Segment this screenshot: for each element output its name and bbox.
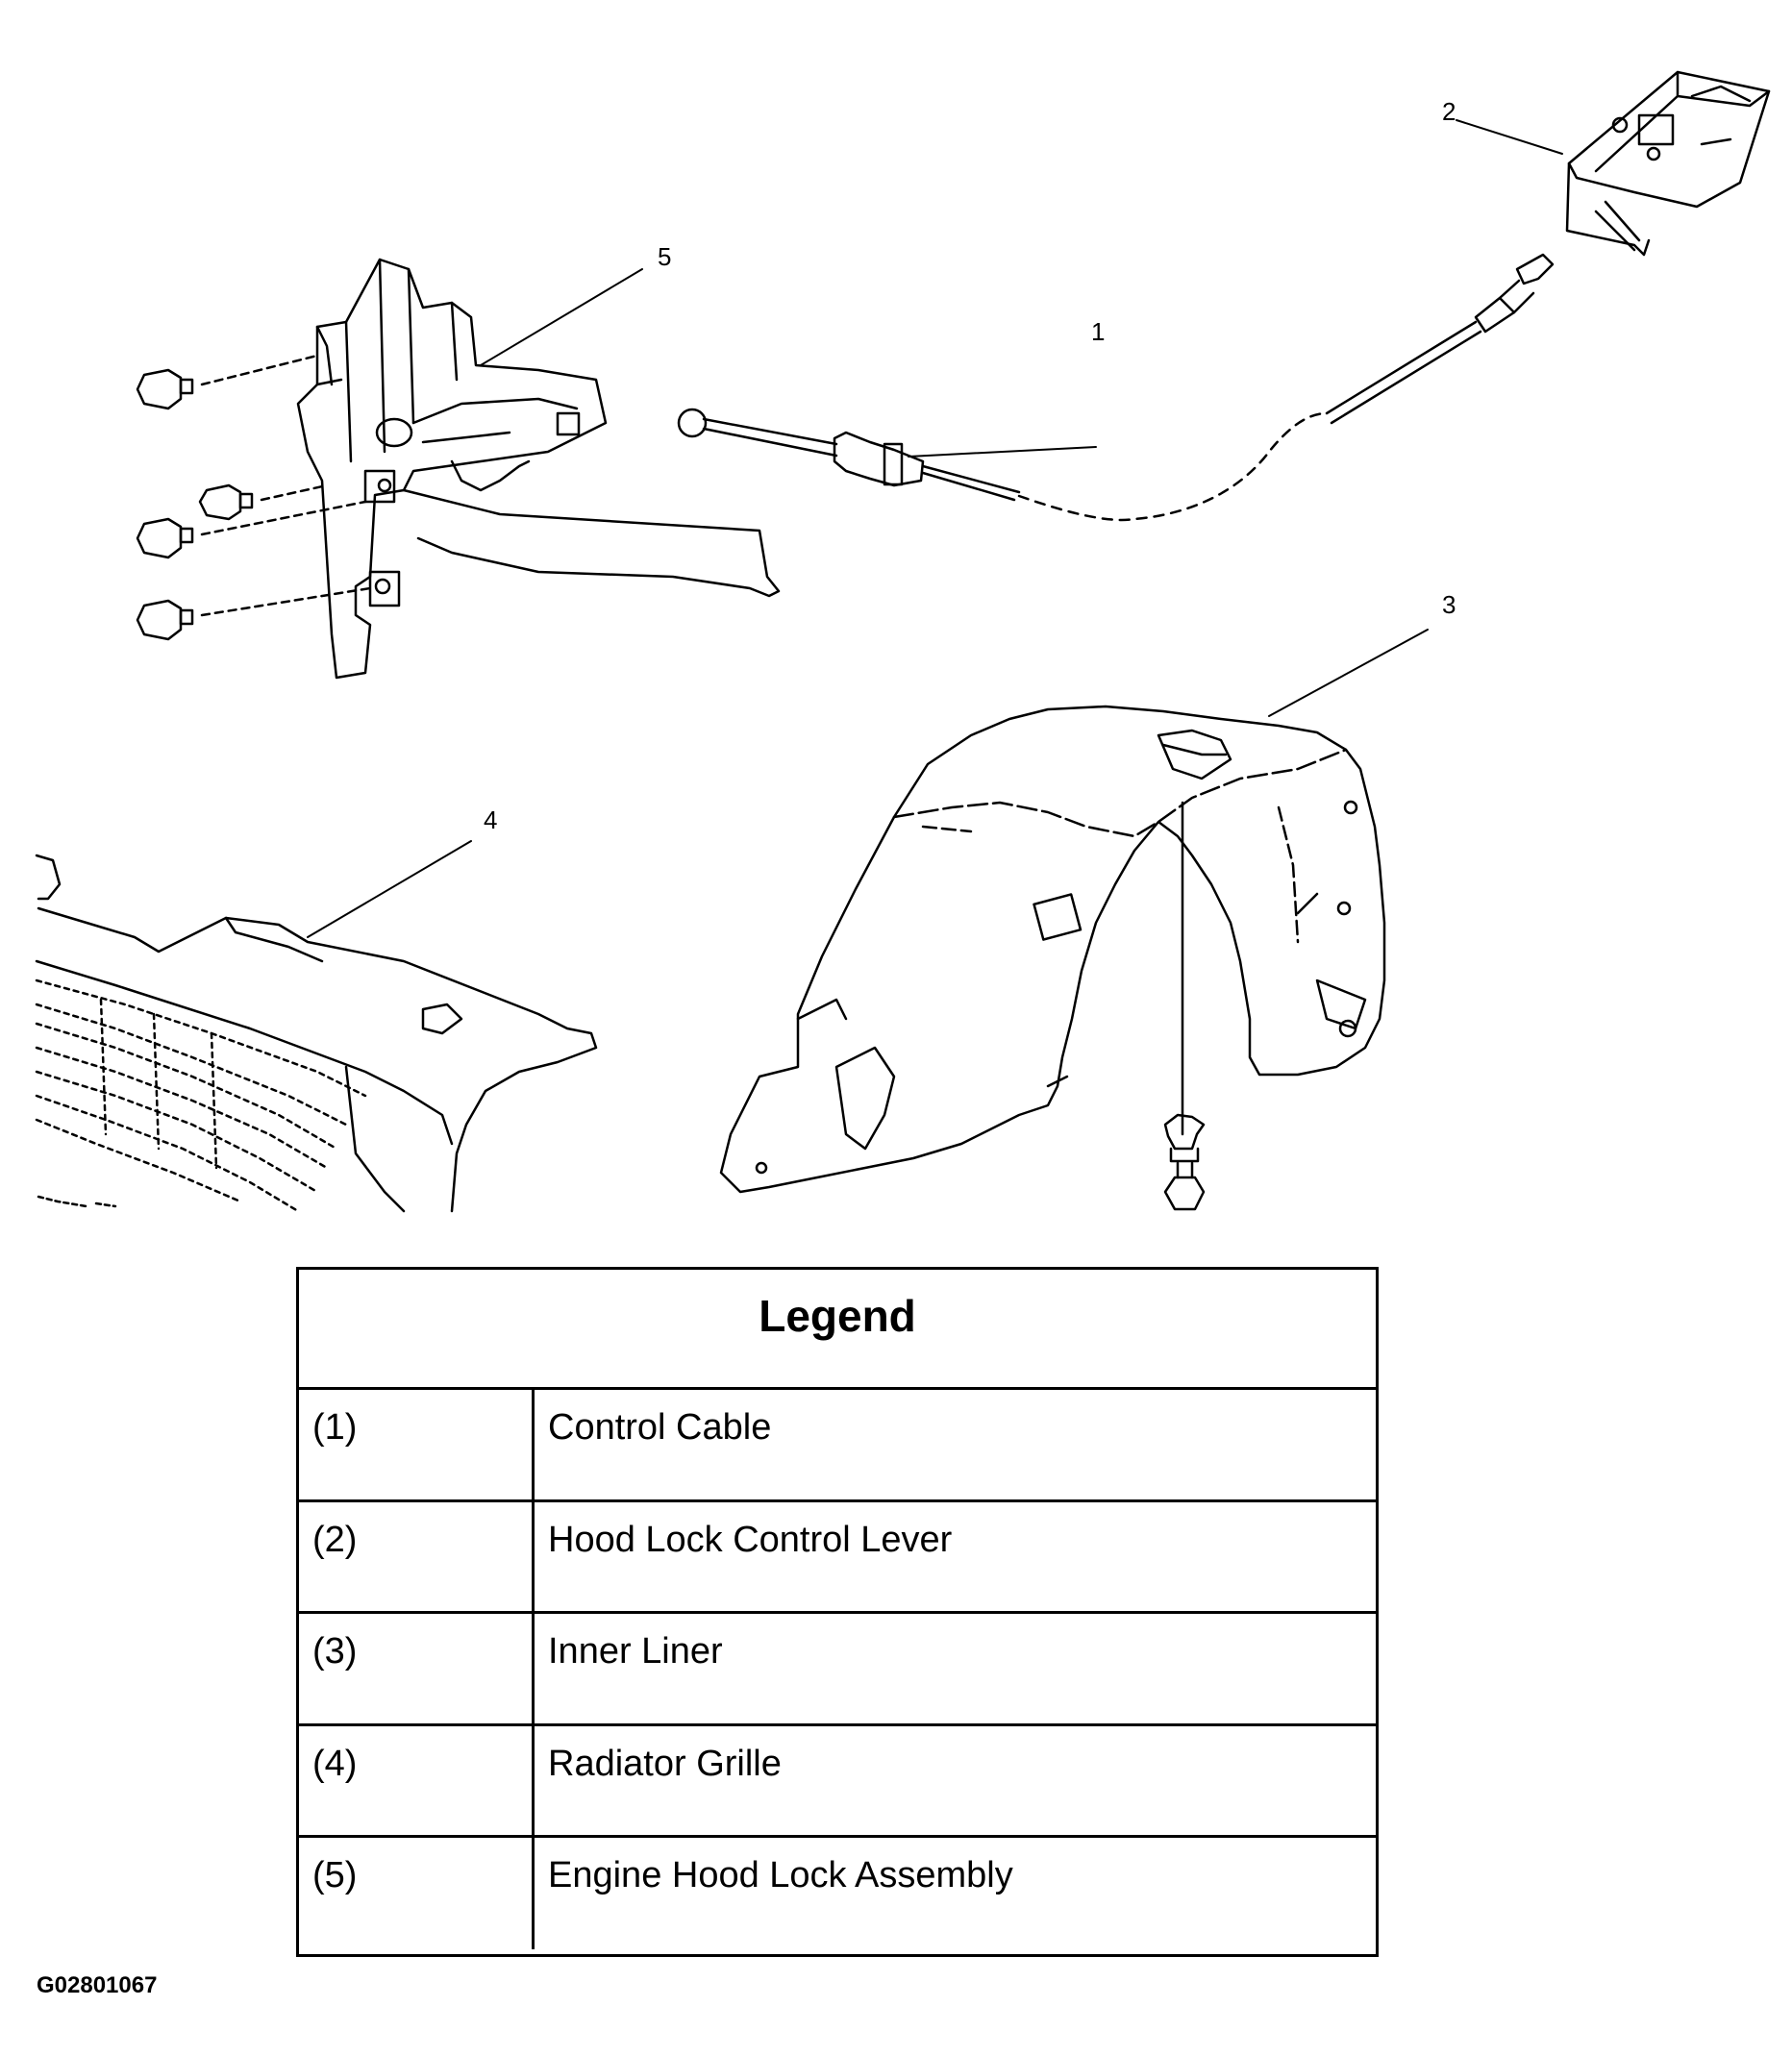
legend-row: (1) Control Cable (299, 1390, 1376, 1502)
legend-table: Legend (1) Control Cable (2) Hood Lock C… (296, 1267, 1379, 1957)
legend-number: (1) (299, 1390, 535, 1499)
legend-row: (4) Radiator Grille (299, 1725, 1376, 1838)
callout-4: 4 (484, 805, 497, 834)
bolt-fasteners (136, 354, 372, 641)
legend-number: (4) (299, 1725, 535, 1835)
callout-5: 5 (658, 242, 671, 271)
legend-row: (3) Inner Liner (299, 1614, 1376, 1726)
callout-labels: 1 2 3 4 5 (484, 97, 1456, 834)
callout-leaders (307, 119, 1563, 938)
legend-number: (3) (299, 1614, 535, 1723)
exploded-parts-diagram: 1 2 3 4 5 (35, 70, 1771, 1213)
legend-description: Control Cable (548, 1407, 772, 1448)
figure-id: G02801067 (37, 1972, 158, 1998)
inner-liner-drawing (719, 705, 1386, 1211)
legend-row: (2) Hood Lock Control Lever (299, 1501, 1376, 1614)
legend-description: Inner Liner (548, 1631, 723, 1672)
legend-title: Legend (299, 1270, 1376, 1390)
legend-number: (5) (299, 1838, 535, 1949)
callout-2: 2 (1442, 97, 1456, 126)
hood-lock-control-lever-drawing (1565, 70, 1771, 257)
legend-description: Radiator Grille (548, 1743, 782, 1784)
control-cable-drawing (677, 253, 1555, 522)
callout-1: 1 (1091, 317, 1105, 346)
legend-description: Hood Lock Control Lever (548, 1519, 953, 1560)
legend-row: (5) Engine Hood Lock Assembly (299, 1838, 1376, 1949)
legend-number: (2) (299, 1501, 535, 1611)
legend-description: Engine Hood Lock Assembly (548, 1855, 1013, 1895)
callout-3: 3 (1442, 590, 1456, 619)
hood-lock-assembly-drawing (296, 258, 781, 680)
radiator-grille-drawing (35, 854, 598, 1213)
